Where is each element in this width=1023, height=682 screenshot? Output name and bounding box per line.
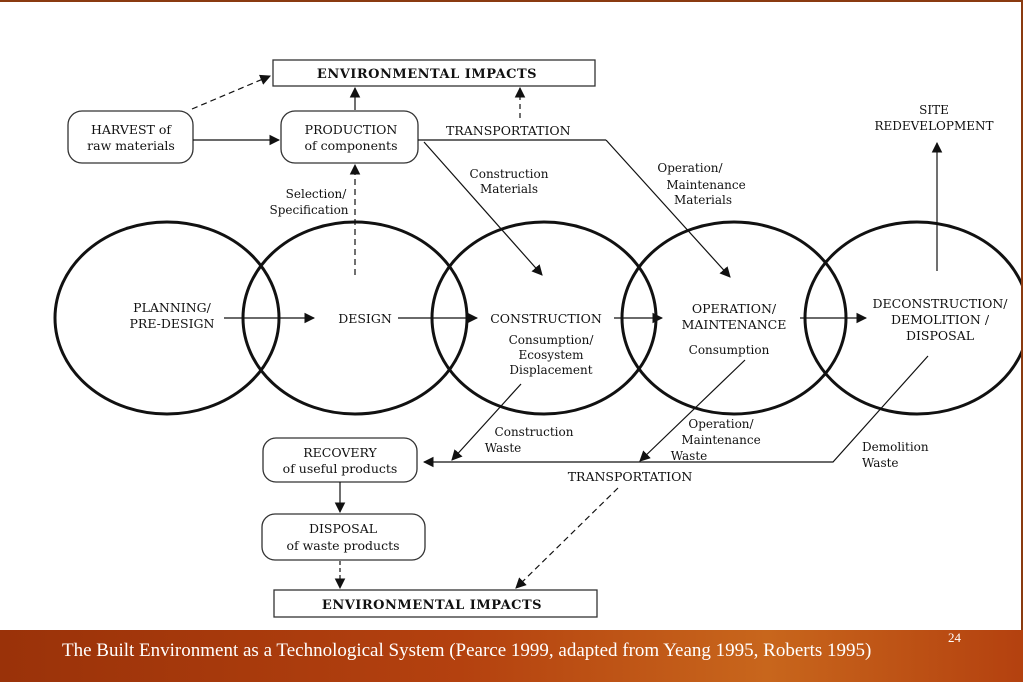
- operation-waste-1: Operation/: [688, 417, 754, 431]
- harvest-box: [67, 110, 194, 164]
- demolition-waste-2: Waste: [862, 456, 899, 470]
- construction-sub-1: Consumption/: [509, 333, 595, 347]
- slide-border-right: [1021, 0, 1023, 630]
- selection-label-2: Specification: [269, 203, 348, 217]
- footer-bar: 24 The Built Environment as a Technologi…: [0, 630, 1023, 682]
- arrow-transport-env-bottom-dashed: [515, 487, 619, 589]
- lifecycle-diagram: ENVIRONMENTAL IMPACTS ENVIRONMENTAL IMPA…: [53, 59, 1023, 618]
- arrow-transport-operation: [605, 139, 731, 278]
- deconstruction-label-3: DISPOSAL: [906, 328, 974, 343]
- site-redev-label-2: REDEVELOPMENT: [874, 119, 993, 133]
- figure-caption: The Built Environment as a Technological…: [62, 640, 872, 661]
- harvest-label-2: raw materials: [87, 138, 175, 153]
- harvest-label-1: HARVEST of: [91, 122, 172, 137]
- operation-sub: Consumption: [689, 343, 770, 357]
- construction-sub-3: Displacement: [509, 363, 592, 377]
- env-impacts-top-label: ENVIRONMENTAL IMPACTS: [317, 67, 537, 82]
- construction-waste-1: Construction: [495, 425, 574, 439]
- recovery-label-2: of useful products: [283, 461, 398, 476]
- operation-waste-3: Waste: [671, 449, 708, 463]
- deconstruction-label-2: DEMOLITION /: [891, 312, 990, 327]
- planning-label-1: PLANNING/: [133, 300, 211, 315]
- transportation-bottom-label: TRANSPORTATION: [568, 469, 693, 484]
- construction-sub-2: Ecosystem: [518, 348, 584, 362]
- arrow-operation-waste: [639, 359, 746, 462]
- selection-label-1: Selection/: [286, 187, 348, 201]
- operation-materials-2: Maintenance: [666, 178, 745, 192]
- production-box: [280, 110, 419, 164]
- operation-materials-1: Operation/: [657, 161, 723, 175]
- site-redev-label-1: SITE: [919, 103, 949, 117]
- arrow-harvest-env-dashed: [191, 74, 271, 110]
- production-label-2: of components: [305, 138, 398, 153]
- demolition-waste-1: Demolition: [862, 440, 929, 454]
- construction-label: CONSTRUCTION: [490, 311, 602, 326]
- planning-label-2: PRE-DESIGN: [130, 316, 215, 331]
- deconstruction-label-1: DECONSTRUCTION/: [873, 296, 1009, 311]
- recovery-label-1: RECOVERY: [303, 445, 377, 460]
- disposal-label-1: DISPOSAL: [309, 521, 377, 536]
- env-impacts-bottom-label: ENVIRONMENTAL IMPACTS: [322, 598, 542, 613]
- env-impacts-top-box: [272, 59, 596, 87]
- page-number: 24: [948, 630, 961, 645]
- design-label: DESIGN: [338, 311, 392, 326]
- production-label-1: PRODUCTION: [305, 122, 398, 137]
- arrow-production-construction: [423, 141, 543, 276]
- disposal-box: [261, 513, 426, 561]
- transportation-top-label: TRANSPORTATION: [446, 123, 571, 138]
- arrow-construction-waste: [451, 383, 522, 461]
- disposal-label-2: of waste products: [286, 538, 399, 553]
- construction-waste-2: Waste: [485, 441, 522, 455]
- operation-label-1: OPERATION/: [692, 301, 777, 316]
- construction-materials-2: Materials: [480, 182, 538, 196]
- env-impacts-bottom-box: [273, 589, 598, 618]
- operation-materials-3: Materials: [674, 193, 732, 207]
- construction-materials-1: Construction: [470, 167, 549, 181]
- operation-label-2: MAINTENANCE: [682, 317, 787, 332]
- demolition-waste-line: [422, 355, 929, 468]
- slide-border-top: [0, 0, 1023, 2]
- operation-waste-2: Maintenance: [681, 433, 760, 447]
